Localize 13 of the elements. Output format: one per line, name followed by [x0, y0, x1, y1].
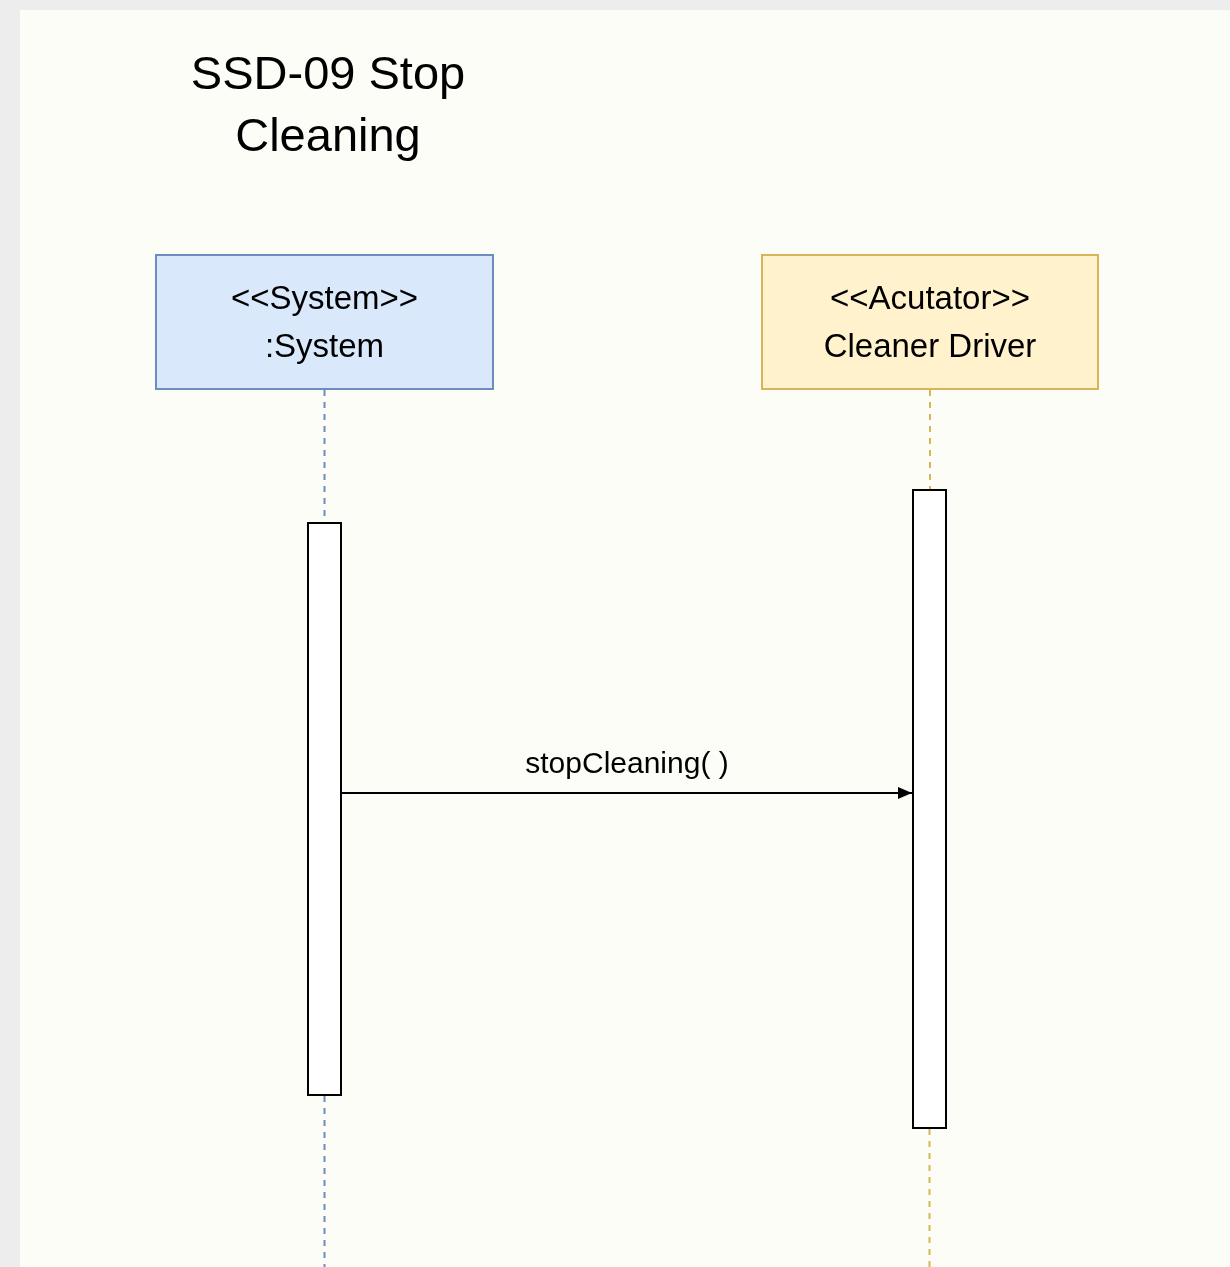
lifeline — [323, 1095, 326, 1267]
message-arrow — [341, 787, 913, 799]
lifeline-header-box — [155, 254, 494, 390]
diagram-title: SSD-09 Stop Cleaning — [189, 45, 467, 164]
lifeline — [928, 1128, 931, 1267]
participant-label: <<Acutator>> — [830, 278, 1030, 319]
participant-label: <<System>> — [230, 278, 419, 319]
lifeline — [929, 389, 931, 490]
activation-bar — [912, 489, 947, 1129]
participant-label: :System — [264, 326, 385, 366]
lifeline-header-box — [761, 254, 1099, 390]
participant-label: Cleaner Driver — [823, 326, 1037, 366]
activation-bar — [307, 522, 342, 1096]
